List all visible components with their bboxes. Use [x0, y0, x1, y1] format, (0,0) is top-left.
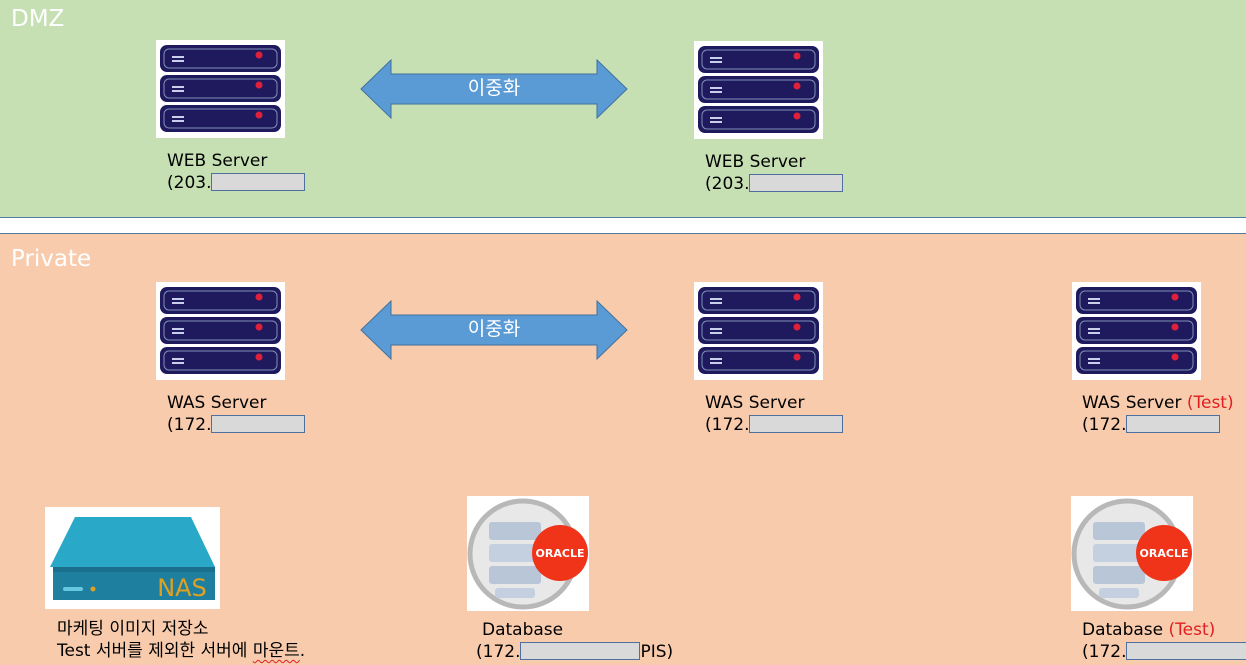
- web-server-2-icon: [694, 41, 823, 139]
- private-redundancy-arrow: 이중화: [360, 299, 628, 361]
- test-tag: (Test): [1186, 393, 1234, 413]
- was-server-2-ip: (172.: [705, 414, 844, 436]
- redacted-ip: [1126, 641, 1246, 660]
- test-tag: (Test): [1168, 620, 1216, 640]
- oracle-logo-text: ORACLE: [1140, 547, 1189, 560]
- private-title: Private: [11, 246, 92, 272]
- redacted-ip: [749, 414, 844, 433]
- was-server-1-icon: [156, 282, 285, 380]
- web-server-1-icon: [156, 40, 285, 138]
- was-server-1-ip: (172.: [167, 414, 306, 436]
- database-test-name: Database (Test): [1082, 620, 1216, 640]
- dmz-title: DMZ: [11, 6, 65, 32]
- web-server-1-label: WEB Server (203.: [167, 150, 306, 194]
- web-server-2-name: WEB Server: [705, 152, 806, 172]
- was-server-1-name: WAS Server: [167, 393, 267, 413]
- redacted-ip: [211, 414, 306, 433]
- oracle-database-test-icon: ORACLE: [1071, 496, 1193, 611]
- redacted-ip: [1126, 414, 1221, 433]
- oracle-database-1-icon: ORACLE: [467, 496, 589, 611]
- was-server-2-label: WAS Server (172.: [705, 392, 844, 436]
- nas-note: Test 서버를 제외한 서버에 마운트.: [57, 641, 306, 661]
- database-test-label: Database (Test) (172.: [1082, 619, 1246, 663]
- nas-title: 마케팅 이미지 저장소: [57, 619, 209, 639]
- web-server-1-name: WEB Server: [167, 151, 268, 171]
- nas-description: 마케팅 이미지 저장소 Test 서버를 제외한 서버에 마운트.: [57, 618, 305, 662]
- database-1-label: Database (172.PIS): [476, 619, 673, 663]
- database-1-ip: (172.PIS): [476, 641, 674, 662]
- double-arrow-icon: [360, 58, 628, 120]
- oracle-logo-text: ORACLE: [536, 547, 585, 560]
- was-server-test-ip: (172.: [1082, 414, 1234, 436]
- database-1-name: Database: [482, 620, 564, 640]
- private-redundancy-label: 이중화: [467, 318, 521, 340]
- database-test-ip: (172.: [1082, 641, 1246, 663]
- web-server-2-label: WEB Server (203.: [705, 151, 844, 195]
- was-server-test-icon: [1072, 282, 1201, 380]
- web-server-1-ip: (203.: [167, 172, 306, 194]
- redacted-ip: [211, 172, 306, 191]
- double-arrow-icon: [360, 299, 628, 361]
- was-server-test-label: WAS Server (Test) (172.: [1082, 392, 1234, 436]
- nas-icon: NAS: [45, 507, 220, 609]
- redacted-ip: [749, 173, 844, 192]
- redacted-ip: [520, 641, 641, 660]
- was-server-1-label: WAS Server (172.: [167, 392, 306, 436]
- dmz-redundancy-label: 이중화: [467, 77, 521, 99]
- was-server-2-icon: [694, 282, 823, 380]
- was-server-test-name: WAS Server (Test): [1082, 393, 1234, 413]
- was-server-2-name: WAS Server: [705, 393, 805, 413]
- dmz-redundancy-arrow: 이중화: [360, 58, 628, 120]
- nas-logo-text: NAS: [157, 574, 207, 602]
- web-server-2-ip: (203.: [705, 173, 844, 195]
